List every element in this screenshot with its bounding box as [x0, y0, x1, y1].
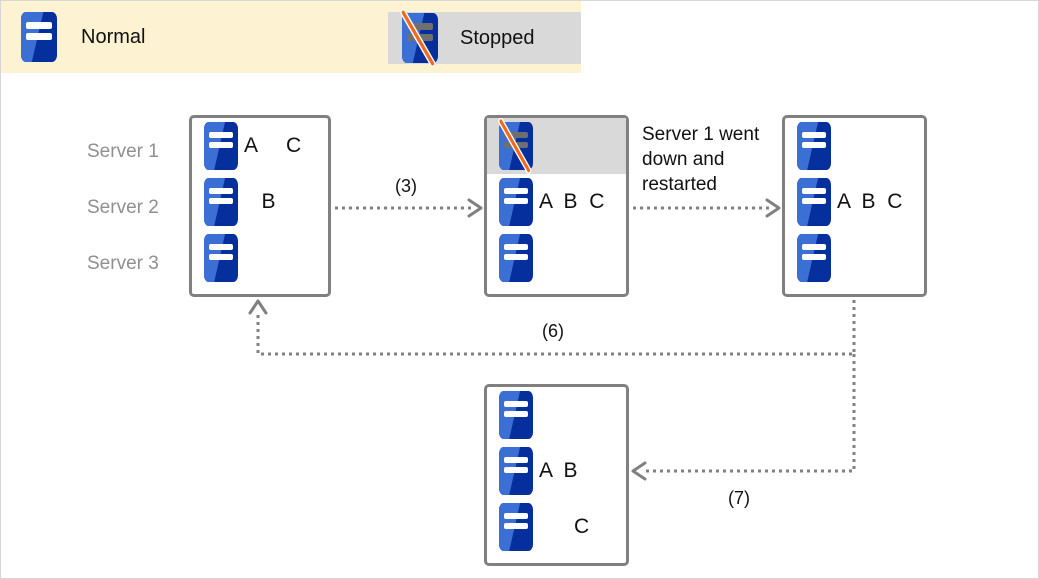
panel-2-row-3: [487, 230, 626, 286]
panel-3-row-2-letters: A B C: [837, 190, 903, 213]
arrow-restart: [633, 198, 781, 218]
row-label-server-2: Server 2: [87, 197, 159, 218]
panel-1-row-2-letters: B: [244, 190, 276, 213]
row-label-server-1: Server 1: [87, 141, 159, 162]
server-icon: [797, 178, 831, 226]
panel-3-row-2: A B C: [785, 174, 924, 230]
legend-label-normal: Normal: [81, 25, 146, 48]
arrow-label-3: (3): [395, 176, 417, 196]
server-stopped-icon: [400, 9, 438, 67]
arrow-label-7: (7): [728, 488, 750, 508]
panel-2-row-2-letters: A B C: [539, 190, 605, 213]
arrow-7: [631, 354, 856, 481]
server-icon: [499, 447, 533, 495]
panel-3-row-1: [785, 118, 924, 174]
panel-1-row-1-letters: A C: [244, 134, 302, 157]
panel-1-row-2: B: [192, 174, 328, 230]
panel-state-4: A B C: [484, 384, 629, 566]
panel-4-row-1: [487, 387, 626, 443]
server-icon: [499, 178, 533, 226]
panel-4-row-2-letters: A B: [539, 459, 578, 482]
legend-bar: Normal Stopped: [1, 1, 581, 73]
panel-2-row-1: [487, 118, 626, 174]
panel-4-row-3: C: [487, 499, 626, 555]
panel-state-3: A B C: [782, 115, 927, 297]
arrow-3: [335, 198, 483, 218]
server-icon: [797, 234, 831, 282]
server-icon: [204, 122, 238, 170]
panel-4-row-2: A B: [487, 443, 626, 499]
panel-2-row-2: A B C: [487, 174, 626, 230]
server-icon: [204, 234, 238, 282]
server-icon: [499, 503, 533, 551]
panel-3-row-3: [785, 230, 924, 286]
row-label-server-3: Server 3: [87, 253, 159, 274]
server-stopped-icon: [497, 118, 533, 174]
panel-4-row-3-letters: C: [539, 515, 590, 538]
server-icon: [204, 178, 238, 226]
legend-item-stopped: Stopped: [388, 9, 581, 67]
legend-item-normal: Normal: [21, 11, 145, 63]
legend-label-stopped: Stopped: [460, 26, 535, 49]
panel-state-1: A C B: [189, 115, 331, 297]
server-icon: [797, 122, 831, 170]
panel-1-row-3: [192, 230, 328, 286]
annotation-server-restart: Server 1 went down and restarted: [642, 124, 760, 195]
arrow-label-6: (6): [542, 321, 564, 341]
server-icon: [499, 391, 533, 439]
server-icon: [21, 12, 57, 62]
server-icon: [499, 234, 533, 282]
panel-state-2: A B C: [484, 115, 629, 297]
panel-1-row-1: A C: [192, 118, 328, 174]
